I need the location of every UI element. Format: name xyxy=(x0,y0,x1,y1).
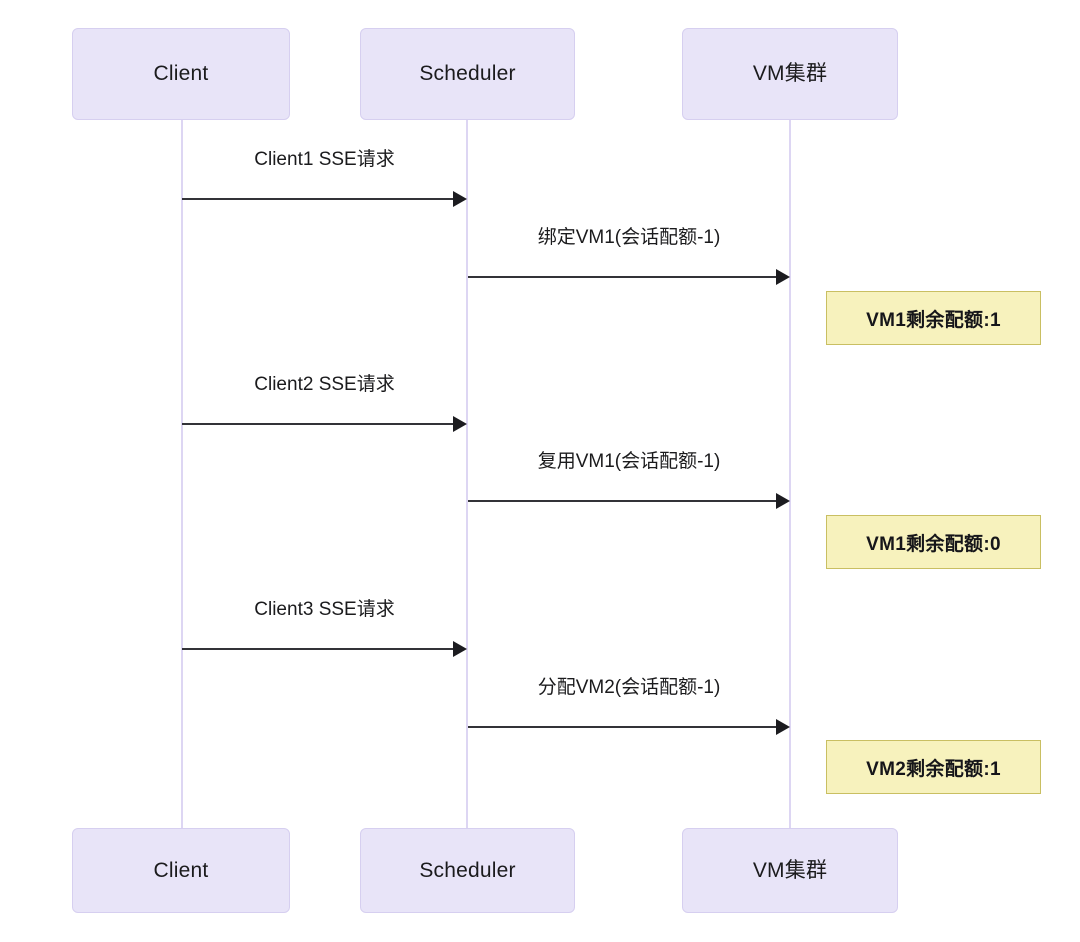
message-line xyxy=(182,198,458,200)
participant-client-bottom[interactable]: Client xyxy=(72,828,290,913)
message-line xyxy=(468,500,781,502)
participant-label: Scheduler xyxy=(419,62,516,86)
message-line xyxy=(468,276,781,278)
participant-label: Client xyxy=(153,858,209,882)
message-client2-sse-request: Client2 SSE请求 xyxy=(182,375,467,432)
message-label: 分配VM2(会话配额-1) xyxy=(537,677,721,698)
arrowhead-icon xyxy=(453,416,467,432)
note-vm2-remaining-quota-1: VM2剩余配额:1 xyxy=(826,740,1041,794)
participant-client-top[interactable]: Client xyxy=(72,28,290,120)
message-line xyxy=(182,648,458,650)
message-label: Client2 SSE请求 xyxy=(254,374,395,395)
lifeline-vmcluster xyxy=(789,120,791,828)
arrowhead-icon xyxy=(453,191,467,207)
message-label: Client1 SSE请求 xyxy=(254,149,395,170)
message-allocate-vm2: 分配VM2(会话配额-1) xyxy=(468,678,790,735)
arrowhead-icon xyxy=(776,719,790,735)
message-line xyxy=(182,423,458,425)
lifeline-scheduler xyxy=(466,120,468,828)
participant-label: VM集群 xyxy=(752,858,828,882)
message-label: 绑定VM1(会话配额-1) xyxy=(537,227,721,248)
message-bind-vm1: 绑定VM1(会话配额-1) xyxy=(468,228,790,285)
note-label: VM1剩余配额:0 xyxy=(866,533,1001,555)
arrowhead-icon xyxy=(776,269,790,285)
message-client1-sse-request: Client1 SSE请求 xyxy=(182,150,467,207)
note-vm1-remaining-quota-1: VM1剩余配额:1 xyxy=(826,291,1041,345)
lifeline-client xyxy=(181,120,183,828)
note-vm1-remaining-quota-0: VM1剩余配额:0 xyxy=(826,515,1041,569)
participant-vmcluster-top[interactable]: VM集群 xyxy=(682,28,898,120)
participant-scheduler-bottom[interactable]: Scheduler xyxy=(360,828,575,913)
participant-scheduler-top[interactable]: Scheduler xyxy=(360,28,575,120)
participant-vmcluster-bottom[interactable]: VM集群 xyxy=(682,828,898,913)
participant-label: Scheduler xyxy=(419,858,516,882)
arrowhead-icon xyxy=(453,641,467,657)
arrowhead-icon xyxy=(776,493,790,509)
message-label: 复用VM1(会话配额-1) xyxy=(537,451,721,472)
message-reuse-vm1: 复用VM1(会话配额-1) xyxy=(468,452,790,509)
participant-label: Client xyxy=(153,62,209,86)
note-label: VM1剩余配额:1 xyxy=(866,309,1001,331)
message-label: Client3 SSE请求 xyxy=(254,599,395,620)
participant-label: VM集群 xyxy=(752,62,828,86)
message-client3-sse-request: Client3 SSE请求 xyxy=(182,600,467,657)
note-label: VM2剩余配额:1 xyxy=(866,758,1001,780)
message-line xyxy=(468,726,781,728)
